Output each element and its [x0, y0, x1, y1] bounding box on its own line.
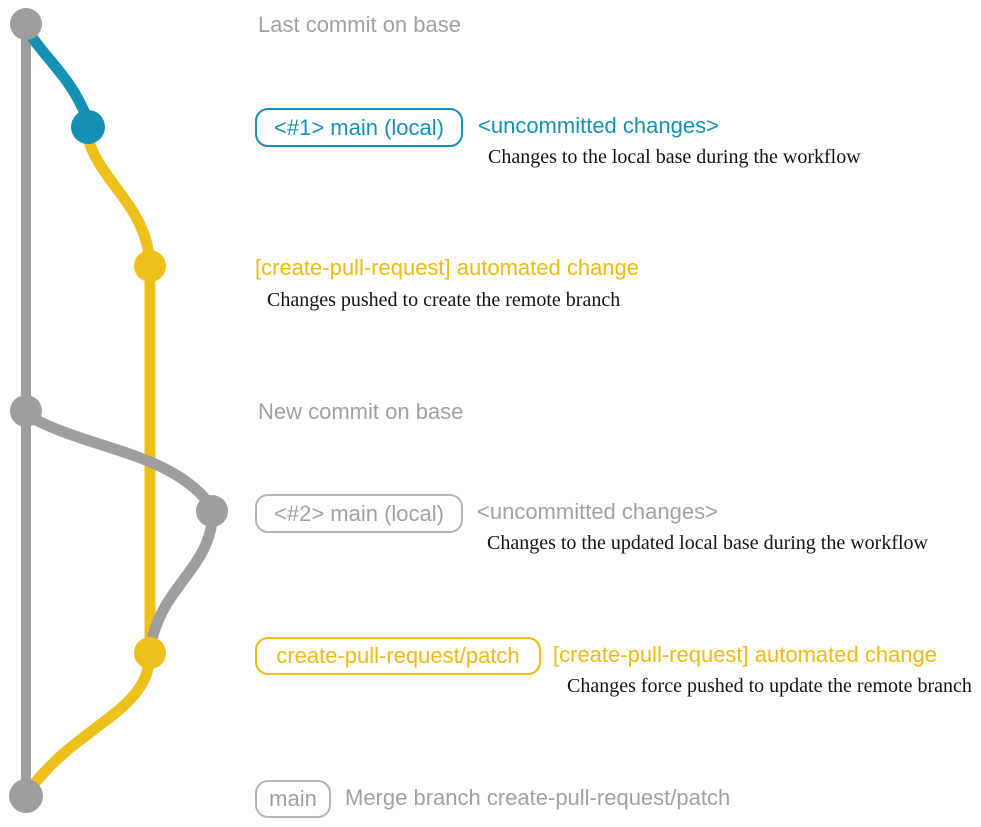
badge-main-local-1: <#1> main (local) — [255, 108, 463, 147]
commit-dot-last-base — [10, 8, 42, 40]
commit-dot-automated-2 — [134, 637, 166, 669]
caption-pushed-create: Changes pushed to create the remote bran… — [267, 289, 621, 311]
badge-patch-branch: create-pull-request/patch — [255, 637, 541, 675]
last-commit-label: Last commit on base — [258, 12, 461, 37]
patch-branch-curve-top — [82, 132, 155, 262]
uncommitted-changes-label-2: <uncommitted changes> — [477, 499, 718, 524]
caption-local-base: Changes to the local base during the wor… — [488, 146, 861, 168]
rebase-curve-out — [24, 411, 215, 509]
rebase-curve-in — [145, 516, 218, 650]
automated-change-label-2: [create-pull-request] automated change — [553, 642, 938, 667]
uncommitted-changes-label-1: <uncommitted changes> — [478, 113, 719, 138]
merge-branch-label: Merge branch create-pull-request/patch — [345, 785, 731, 810]
commit-dot-automated-1 — [134, 250, 166, 282]
badge-main: main — [255, 780, 331, 818]
caption-updated-local-base: Changes to the updated local base during… — [487, 532, 928, 554]
caption-force-pushed: Changes force pushed to update the remot… — [567, 675, 972, 697]
new-commit-label: New commit on base — [258, 399, 464, 424]
local-main-branch-curve — [21, 24, 93, 124]
commit-dot-uncommitted-2 — [196, 495, 228, 527]
badge-main-local-2: <#2> main (local) — [255, 494, 463, 533]
automated-change-label-1: [create-pull-request] automated change — [255, 255, 640, 280]
merge-curve — [25, 657, 155, 794]
commit-dot-uncommitted-1 — [71, 110, 105, 144]
commit-dot-new-base — [10, 395, 42, 427]
commit-dot-merge — [9, 779, 43, 813]
